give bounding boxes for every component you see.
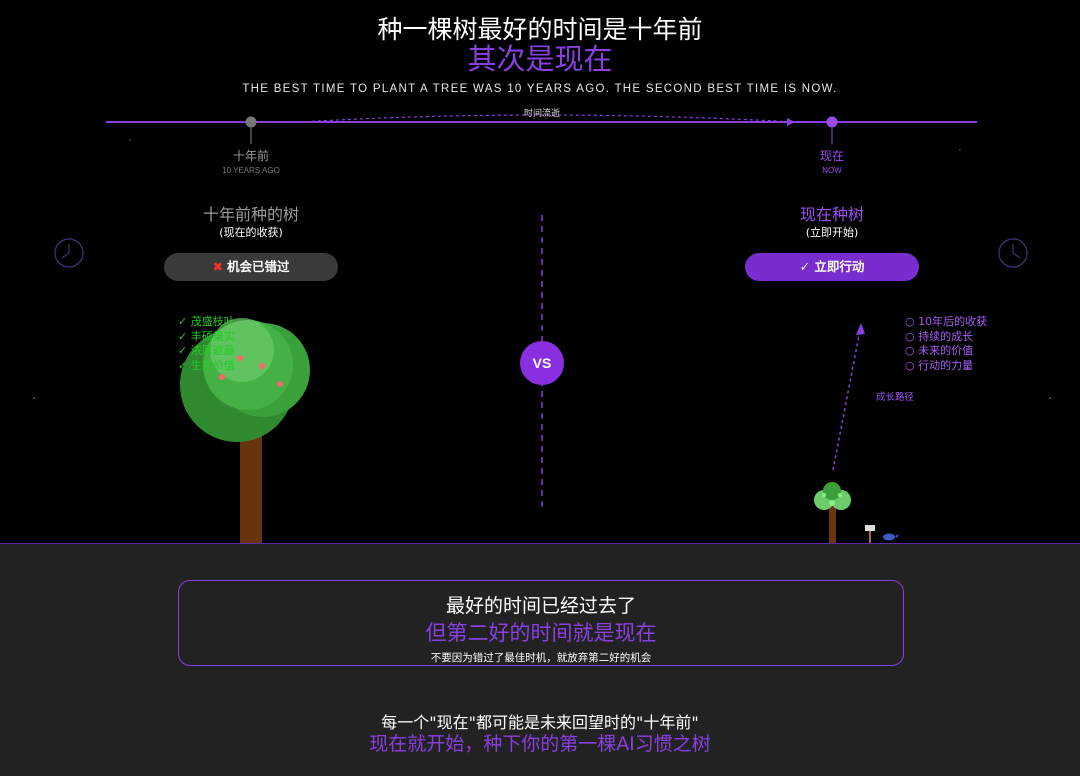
list-item: ○ 行动的力量 [905,358,974,372]
sapling-illustration [814,323,899,550]
act-now-button[interactable]: ✓ 立即行动 [745,253,919,281]
clock-icon [54,238,84,268]
footer-line-1: 每一个"现在"都可能是未来回望时的"十年前" [381,713,699,732]
right-benefits-list: ○ 10年后的收获 ○ 持续的成长 ○ 未来的价值 ○ 行动的力量 [905,315,987,373]
timeline-now-label-en: NOW [822,166,842,175]
left-benefits-list: ✓ 茂盛枝叶 ✓ 丰硕果实 ✓ 浓厚遮蔽 ✓ 生态价值 [178,315,235,373]
big-tree-illustration [180,318,310,544]
missed-opportunity-label: 机会已错过 [226,259,290,274]
timeline [106,114,977,144]
past-marker [245,116,257,128]
bird-icon [883,533,895,541]
message-line-1: 最好的时间已经过去了 [445,595,636,617]
right-column-subtitle: (立即开始) [805,226,859,239]
list-item: ✓ 丰硕果实 [178,329,235,343]
missed-opportunity-button[interactable]: ✖机会已错过 [164,253,338,281]
message-line-2: 但第二好的时间就是现在 [425,621,657,645]
timeline-now-label: 现在 [819,149,844,163]
timeline-flow-label: 时间流逝 [523,109,560,119]
list-item: ✓ 生态价值 [178,358,235,372]
now-marker [826,116,838,128]
message-line-3: 不要因为错过了最佳时机，就放弃第二好的机会 [430,652,652,664]
right-column-title: 现在种树 [799,205,864,224]
list-item: ○ 未来的价值 [905,344,974,357]
page-title-second-line: 其次是现在 [467,42,613,76]
growth-path-label: 成长路径 [876,392,915,403]
list-item: ○ 10年后的收获 [905,315,988,328]
page-title: 种一棵树最好的时间是十年前 [377,15,703,44]
clock-icon [998,238,1028,268]
timeline-past-label: 十年前 [232,149,269,163]
list-item: ✓ 浓厚遮蔽 [178,344,235,357]
list-item: ✓ 茂盛枝叶 [178,315,235,328]
footer-line-2: 现在就开始，种下你的第一棵AI习惯之树 [369,733,711,755]
left-column-title: 十年前种的树 [202,205,299,224]
left-column-subtitle: (现在的收获) [219,226,283,239]
timeline-past-label-en: 10 YEARS AGO [222,166,280,175]
sign-icon [865,525,875,531]
background-decoration [33,139,1051,399]
vs-badge: VS [520,341,564,385]
message-box: 最好的时间已经过去了 但第二好的时间就是现在 不要因为错过了最佳时机，就放弃第二… [178,580,904,666]
page-subtitle: THE BEST TIME TO PLANT A TREE WAS 10 YEA… [242,83,838,95]
list-item: ○ 持续的成长 [905,329,974,343]
cross-icon: ✖ [212,259,223,274]
